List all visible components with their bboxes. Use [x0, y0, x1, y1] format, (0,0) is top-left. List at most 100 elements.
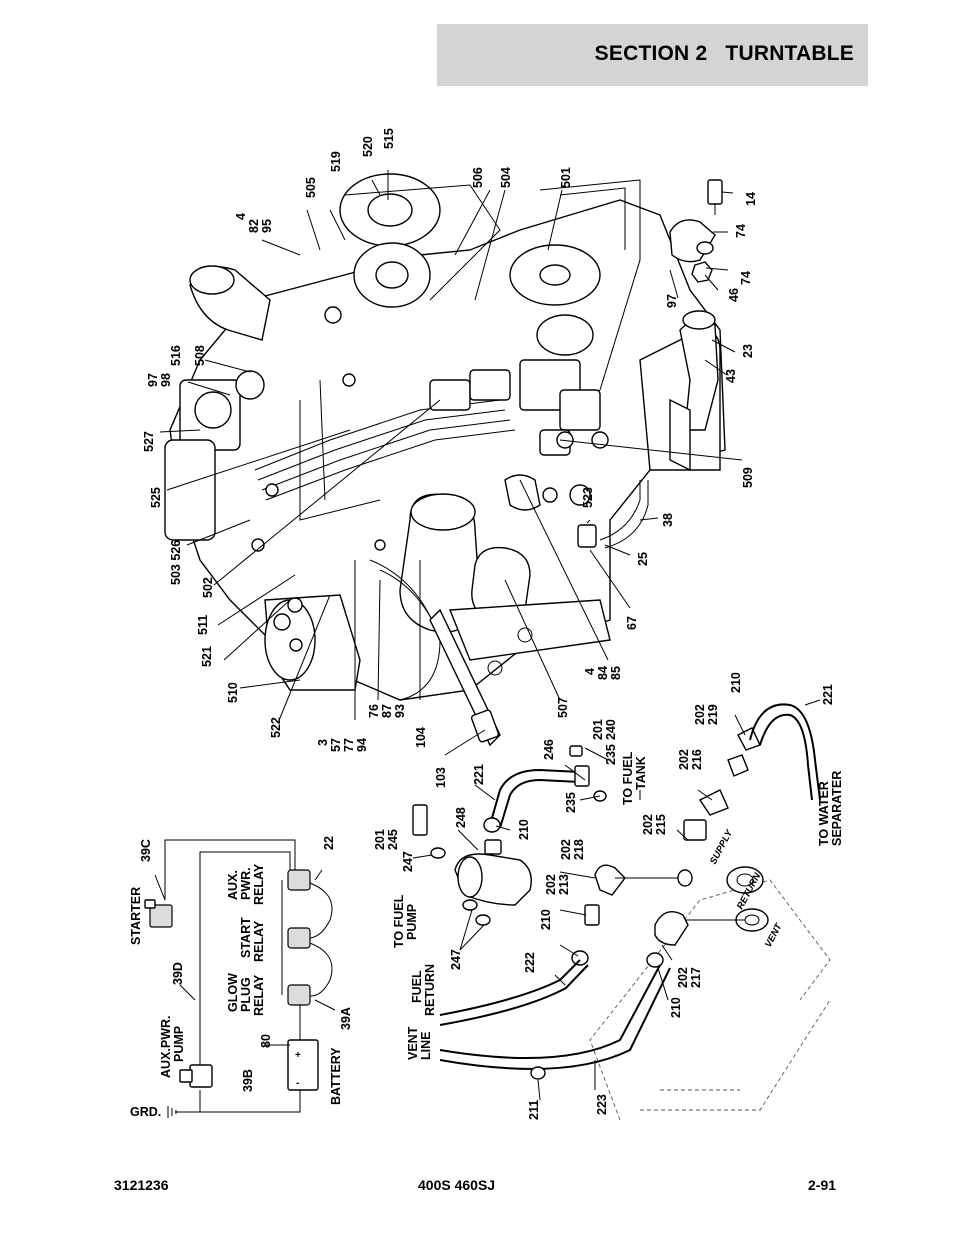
callout-46: 46 [727, 288, 741, 302]
label-start-relay-a: START [239, 917, 253, 958]
callout-202-213-a: 202 [544, 874, 558, 895]
label-to-water-separater-b: SEPARATER [830, 771, 844, 846]
callout-202-215-a: 202 [641, 814, 655, 835]
label-aux-pwr-relay-c: RELAY [252, 863, 266, 905]
callout-202-219-a: 202 [693, 704, 707, 725]
callout-210d: 210 [669, 997, 683, 1018]
svg-text:+: + [295, 1050, 301, 1061]
callout-509: 509 [741, 467, 755, 488]
callout-202-218-a: 202 [559, 839, 573, 860]
label-to-fuel-pump-b: PUMP [405, 904, 419, 940]
callout-247a: 247 [401, 851, 415, 872]
callout-221b: 221 [821, 684, 835, 705]
footer-model: 400S 460SJ [418, 1177, 496, 1193]
label-glow-plug-relay-c: RELAY [252, 974, 266, 1016]
label-aux-pwr-relay-b: PWR. [239, 867, 253, 900]
label-battery: BATTERY [329, 1047, 343, 1105]
callout-201-245-b: 245 [386, 829, 400, 850]
callout-520: 520 [361, 136, 375, 157]
callout-4-82-95-c: 95 [260, 219, 274, 233]
callout-3-57-77-94-b: 57 [329, 738, 343, 752]
callout-201-240-a: 201 [591, 719, 605, 740]
fuel-leaders [412, 699, 821, 1101]
fuel-callout-labels: 201 240 246 235 235 221 210 248 201 245 … [373, 672, 844, 1120]
section-header: SECTION 2 TURNTABLE [437, 24, 868, 86]
callout-202-217-b: 217 [689, 967, 703, 988]
svg-text:-: - [296, 1078, 299, 1089]
callout-248: 248 [454, 807, 468, 828]
label-vent-line-a: VENT [406, 1026, 420, 1060]
label-39c: 39C [139, 839, 153, 862]
callout-74a: 74 [734, 224, 748, 238]
callout-4-82-95-b: 82 [247, 219, 261, 233]
label-glow-plug-relay-a: GLOW [226, 973, 240, 1012]
callout-4-84-85-a: 4 [583, 668, 597, 675]
callout-4-82-95-a: 4 [234, 213, 248, 220]
callout-516: 516 [169, 345, 183, 366]
label-grd: GRD. [130, 1105, 161, 1119]
callout-503-526: 503 526 [169, 540, 183, 585]
callout-501: 501 [559, 167, 573, 188]
callout-4-84-85-c: 85 [609, 666, 623, 680]
callout-4-84-85-b: 84 [596, 666, 610, 680]
callout-221a: 221 [472, 764, 486, 785]
callout-508: 508 [193, 345, 207, 366]
callout-201-240-b: 240 [604, 719, 618, 740]
callout-507: 507 [556, 697, 570, 718]
callout-103: 103 [434, 767, 448, 788]
callout-14: 14 [744, 192, 758, 206]
label-to-fuel-pump-a: TO FUEL [392, 894, 406, 948]
callout-38: 38 [661, 513, 675, 527]
callout-3-57-77-94-c: 77 [342, 738, 356, 752]
callout-76-87-93-b: 87 [380, 704, 394, 718]
callout-527: 527 [142, 431, 156, 452]
callout-76-87-93-c: 93 [393, 704, 407, 718]
callout-519: 519 [329, 151, 343, 172]
label-39a: 39A [339, 1007, 353, 1030]
callout-67: 67 [625, 616, 639, 630]
fuel-system [412, 703, 831, 1121]
label-fuel-return-b: RETURN [423, 964, 437, 1016]
wiring-diagram: + - [144, 839, 336, 1118]
callout-104: 104 [414, 727, 428, 748]
callout-505: 505 [304, 177, 318, 198]
label-to-water-separater-a: TO WATER [817, 781, 831, 846]
callout-202-213-b: 213 [557, 874, 571, 895]
label-glow-plug-relay-b: PLUG [239, 977, 253, 1012]
callout-522: 522 [269, 717, 283, 738]
label-22: 22 [322, 836, 336, 850]
callout-201-245-a: 201 [373, 829, 387, 850]
engine-leaders [159, 170, 743, 756]
callout-74b: 74 [739, 271, 753, 285]
callout-247b: 247 [449, 949, 463, 970]
callout-23: 23 [741, 344, 755, 358]
engine-callout-labels: 515 520 519 506 504 501 505 14 74 74 46 … [142, 128, 758, 788]
callout-202-217-a: 202 [676, 967, 690, 988]
footer-doc-number: 3121236 [114, 1177, 169, 1193]
callout-210b: 210 [539, 909, 553, 930]
label-80: 80 [259, 1034, 273, 1048]
callout-202-215-b: 215 [654, 814, 668, 835]
callout-97-98-b: 98 [159, 373, 173, 387]
label-to-fuel-tank-a: TO FUEL [621, 751, 635, 805]
callout-25: 25 [636, 552, 650, 566]
callout-523: 523 [581, 487, 595, 508]
callout-202-216-b: 216 [690, 749, 704, 770]
label-to-fuel-tank-b: TANK [634, 756, 648, 790]
callout-202-218-b: 218 [572, 839, 586, 860]
callout-506: 506 [471, 167, 485, 188]
callout-502: 502 [201, 577, 215, 598]
callout-43: 43 [724, 369, 738, 383]
callout-504: 504 [499, 167, 513, 188]
label-39d: 39D [171, 962, 185, 985]
label-aux-pwr-relay-a: AUX. [226, 870, 240, 900]
callout-510: 510 [226, 682, 240, 703]
label-vent-line-b: LINE [419, 1032, 433, 1060]
engine-assembly [164, 173, 726, 747]
callout-202-216-a: 202 [677, 749, 691, 770]
callout-235b: 235 [564, 792, 578, 813]
wiring-labels: STARTER 39C 39D 39B AUX.PWR. PUMP GRD. A… [129, 836, 353, 1119]
callout-211: 211 [527, 1100, 541, 1120]
callout-3-57-77-94-d: 94 [355, 738, 369, 752]
